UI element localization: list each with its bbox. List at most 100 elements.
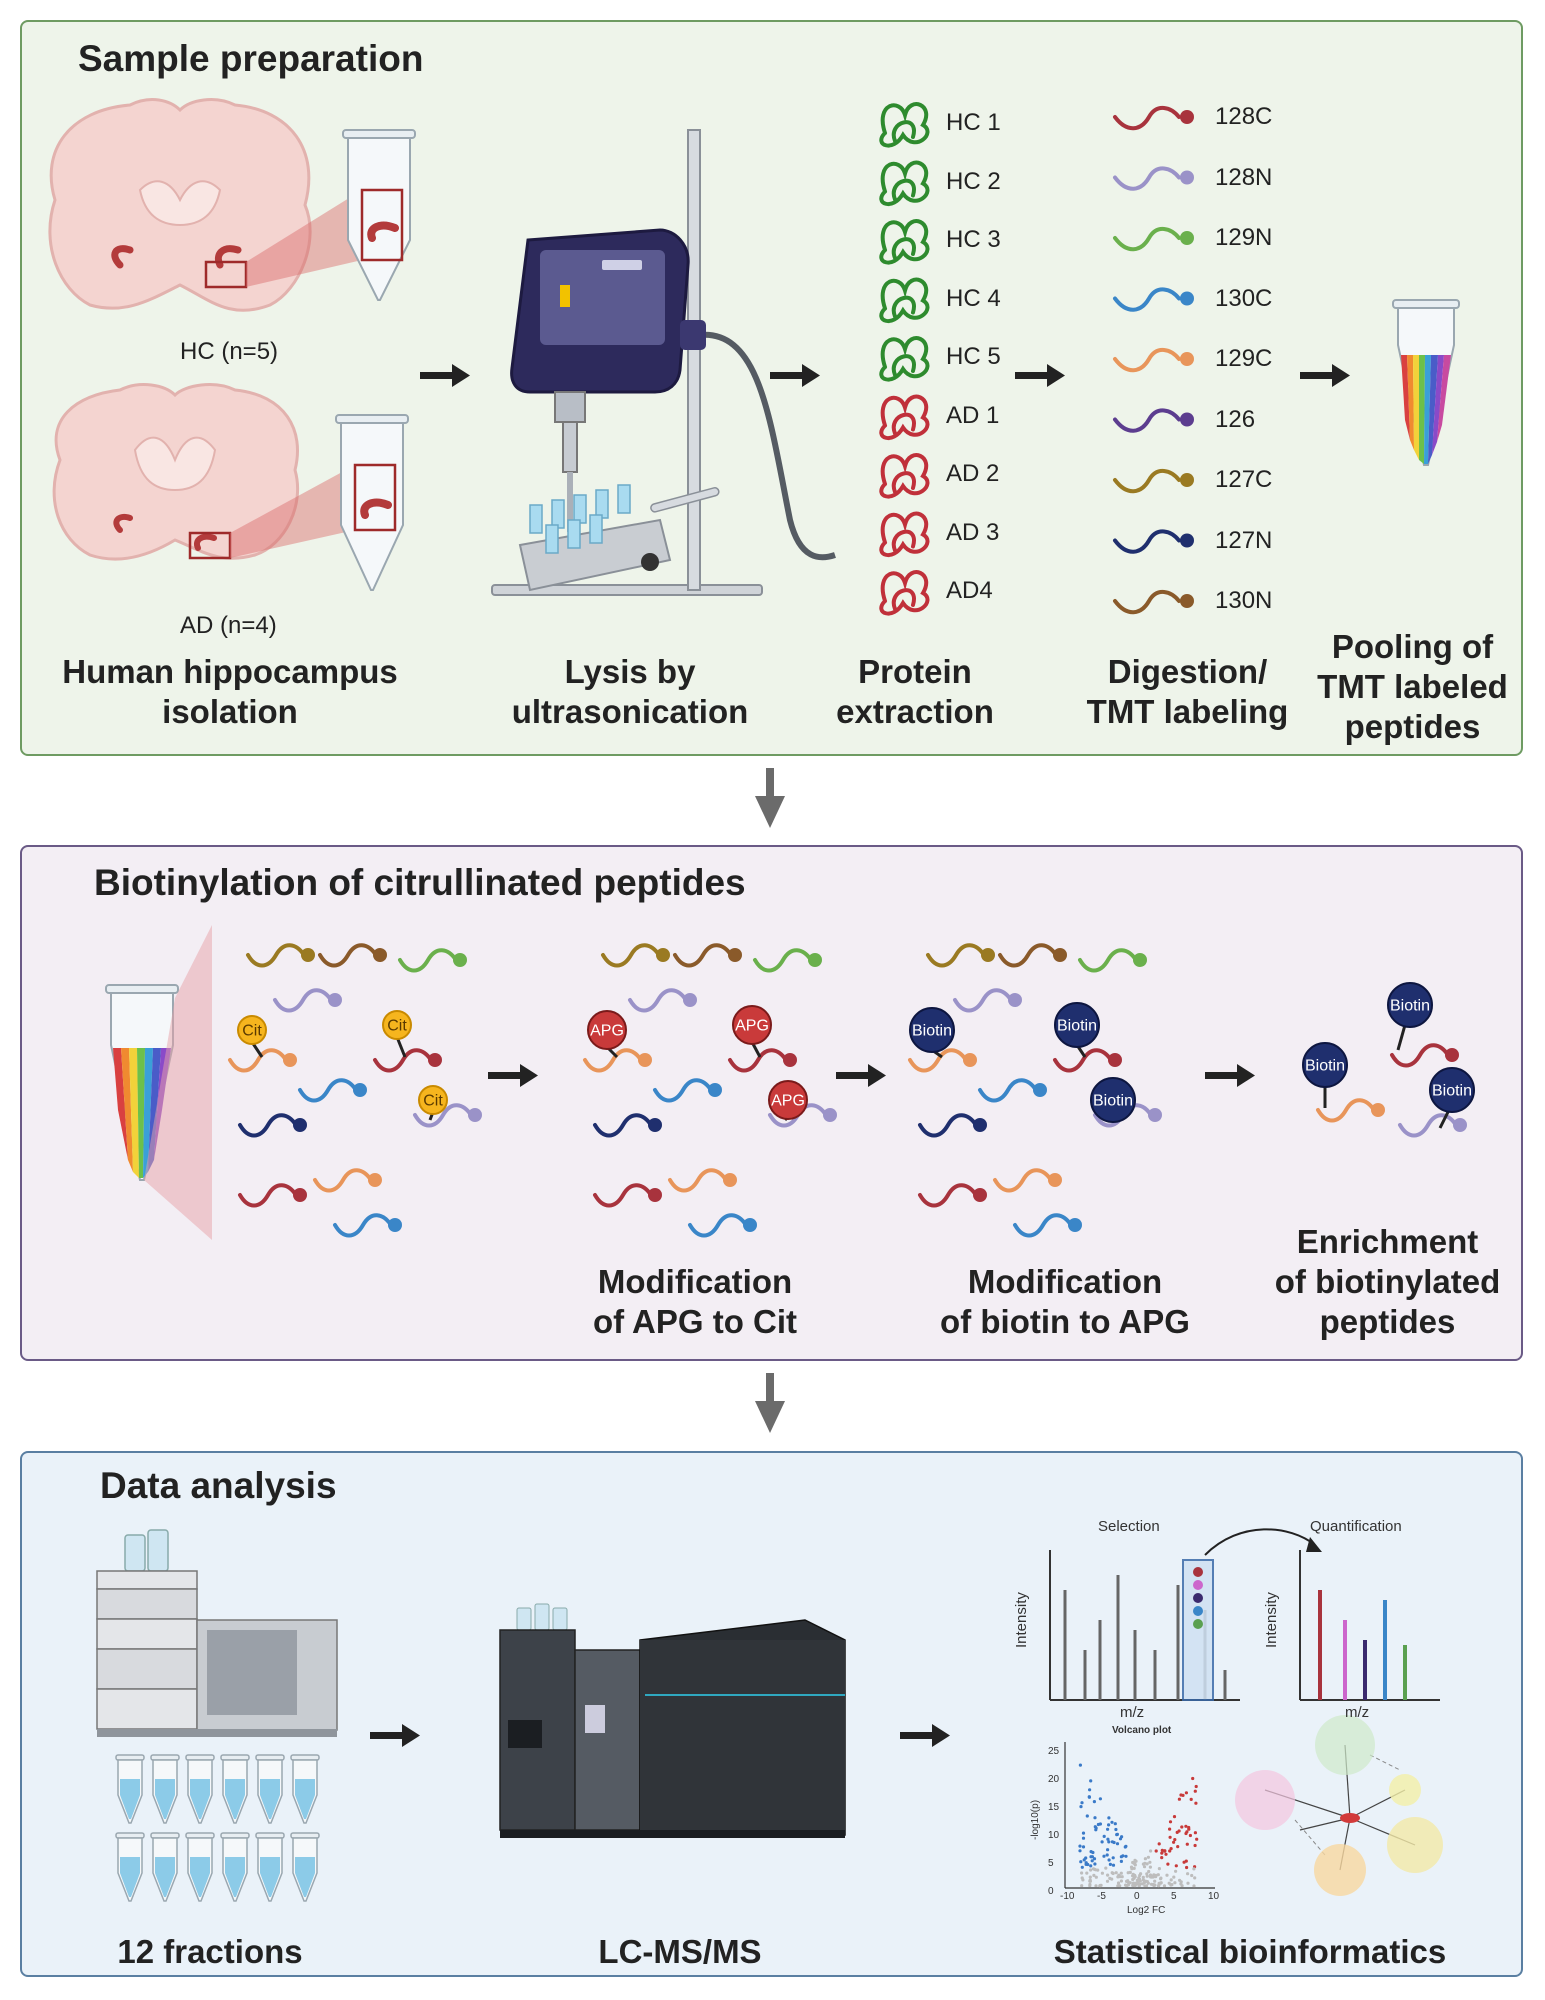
volcano-point xyxy=(1145,1862,1149,1866)
volcano-point xyxy=(1187,1825,1191,1830)
peptide-icon xyxy=(628,988,697,1013)
volcano-point xyxy=(1160,1851,1164,1855)
volcano-x-tick: 5 xyxy=(1171,1891,1177,1902)
volcano-point xyxy=(1189,1797,1193,1801)
protein-sample-label: AD 3 xyxy=(946,518,1000,546)
peptide-icon xyxy=(246,943,315,968)
caption-line: peptides xyxy=(1344,708,1481,745)
protein-icon xyxy=(879,394,930,440)
down-arrow-2-shaft xyxy=(766,1373,774,1403)
peptide-icon xyxy=(238,1113,307,1138)
volcano-point xyxy=(1174,1864,1178,1868)
volcano-point xyxy=(1110,1840,1114,1844)
volcano-point xyxy=(1168,1827,1172,1831)
volcano-point xyxy=(1185,1842,1189,1846)
protein-sample-label: HC 2 xyxy=(946,167,1001,195)
volcano-point xyxy=(1106,1873,1110,1877)
modification-tag: Biotin xyxy=(909,1007,955,1053)
volcano-point xyxy=(1164,1852,1168,1856)
ad-brain-section-illustration xyxy=(52,383,300,561)
volcano-point xyxy=(1143,1884,1147,1888)
volcano-point xyxy=(1147,1869,1151,1874)
volcano-point xyxy=(1162,1884,1167,1888)
volcano-point xyxy=(1089,1864,1093,1868)
hc-zoom-beam xyxy=(246,190,362,287)
volcano-point xyxy=(1107,1816,1111,1820)
volcano-point xyxy=(1185,1865,1189,1870)
volcano-point xyxy=(1078,1844,1082,1848)
peptide-icon xyxy=(918,1113,987,1138)
volcano-point xyxy=(1089,1850,1093,1854)
caption-line: Lysis by xyxy=(564,653,696,690)
volcano-point xyxy=(1098,1822,1102,1826)
volcano-point xyxy=(1160,1856,1164,1860)
peptide-icon xyxy=(593,1113,662,1138)
volcano-point xyxy=(1081,1845,1086,1849)
fraction-tube-icon xyxy=(115,1832,145,1902)
hc-brain-section-illustration xyxy=(48,98,312,312)
modification-tag-text: Biotin xyxy=(912,1023,952,1040)
volcano-points xyxy=(1078,1763,1199,1888)
protein-icon xyxy=(879,102,930,148)
volcano-point xyxy=(1107,1840,1111,1844)
volcano-point xyxy=(1193,1789,1197,1793)
volcano-point xyxy=(1092,1800,1096,1804)
volcano-point xyxy=(1141,1875,1145,1879)
modification-tag: Biotin xyxy=(1302,1042,1348,1088)
biotinylation-title: Biotinylation of citrullinated peptides xyxy=(94,862,746,903)
fraction-tube-icon xyxy=(115,1754,145,1824)
volcano-point xyxy=(1140,1882,1144,1886)
volcano-point xyxy=(1145,1872,1149,1876)
down-arrow-2-head xyxy=(755,1401,785,1433)
volcano-point xyxy=(1193,1843,1197,1848)
volcano-point xyxy=(1088,1882,1092,1887)
volcano-point xyxy=(1193,1831,1197,1835)
caption-line: Pooling of xyxy=(1331,628,1494,665)
volcano-point xyxy=(1168,1835,1172,1839)
volcano-point xyxy=(1089,1868,1093,1872)
volcano-point xyxy=(1102,1854,1106,1858)
volcano-point xyxy=(1194,1784,1198,1789)
network-diagram xyxy=(1235,1715,1443,1896)
volcano-point xyxy=(1090,1859,1094,1863)
volcano-point xyxy=(1119,1871,1123,1875)
volcano-point xyxy=(1159,1876,1163,1880)
volcano-point xyxy=(1180,1825,1184,1829)
tmt-tag-icon xyxy=(1113,408,1194,433)
peptide-icon xyxy=(1013,1213,1082,1238)
volcano-point xyxy=(1106,1827,1110,1831)
volcano-y-tick: 15 xyxy=(1048,1802,1060,1813)
volcano-point xyxy=(1114,1827,1118,1832)
fraction-tube-icon xyxy=(290,1832,320,1902)
caption-line: Modification xyxy=(967,1263,1163,1300)
volcano-point xyxy=(1179,1882,1183,1886)
volcano-point xyxy=(1094,1884,1098,1888)
volcano-point xyxy=(1141,1862,1145,1866)
volcano-point xyxy=(1082,1858,1086,1862)
peptide-icon xyxy=(1398,1113,1467,1138)
peptide-icon xyxy=(668,1168,737,1193)
volcano-x-tick: 10 xyxy=(1208,1891,1220,1902)
peptide-icon xyxy=(918,1183,987,1208)
volcano-point xyxy=(1165,1873,1169,1877)
volcano-point xyxy=(1173,1881,1177,1885)
volcano-point xyxy=(1174,1869,1178,1873)
volcano-point xyxy=(1094,1868,1098,1872)
peptide-icon xyxy=(583,1048,652,1073)
modification-tag: Biotin xyxy=(1090,1077,1136,1123)
volcano-point xyxy=(1115,1842,1120,1846)
step-lc-ms-ms: LC-MS/MS xyxy=(598,1933,762,1970)
volcano-point xyxy=(1111,1863,1116,1867)
modification-tag: APG xyxy=(768,1080,808,1120)
volcano-x-tick: -10 xyxy=(1060,1891,1075,1902)
volcano-point xyxy=(1080,1876,1084,1880)
protein-sample-label: AD 1 xyxy=(946,401,1000,429)
tmt-tag-icon xyxy=(1113,166,1194,191)
caption-line: TMT labeled xyxy=(1317,668,1508,705)
modification-tag: APG xyxy=(732,1005,772,1045)
modification-tag: Cit xyxy=(418,1085,448,1115)
